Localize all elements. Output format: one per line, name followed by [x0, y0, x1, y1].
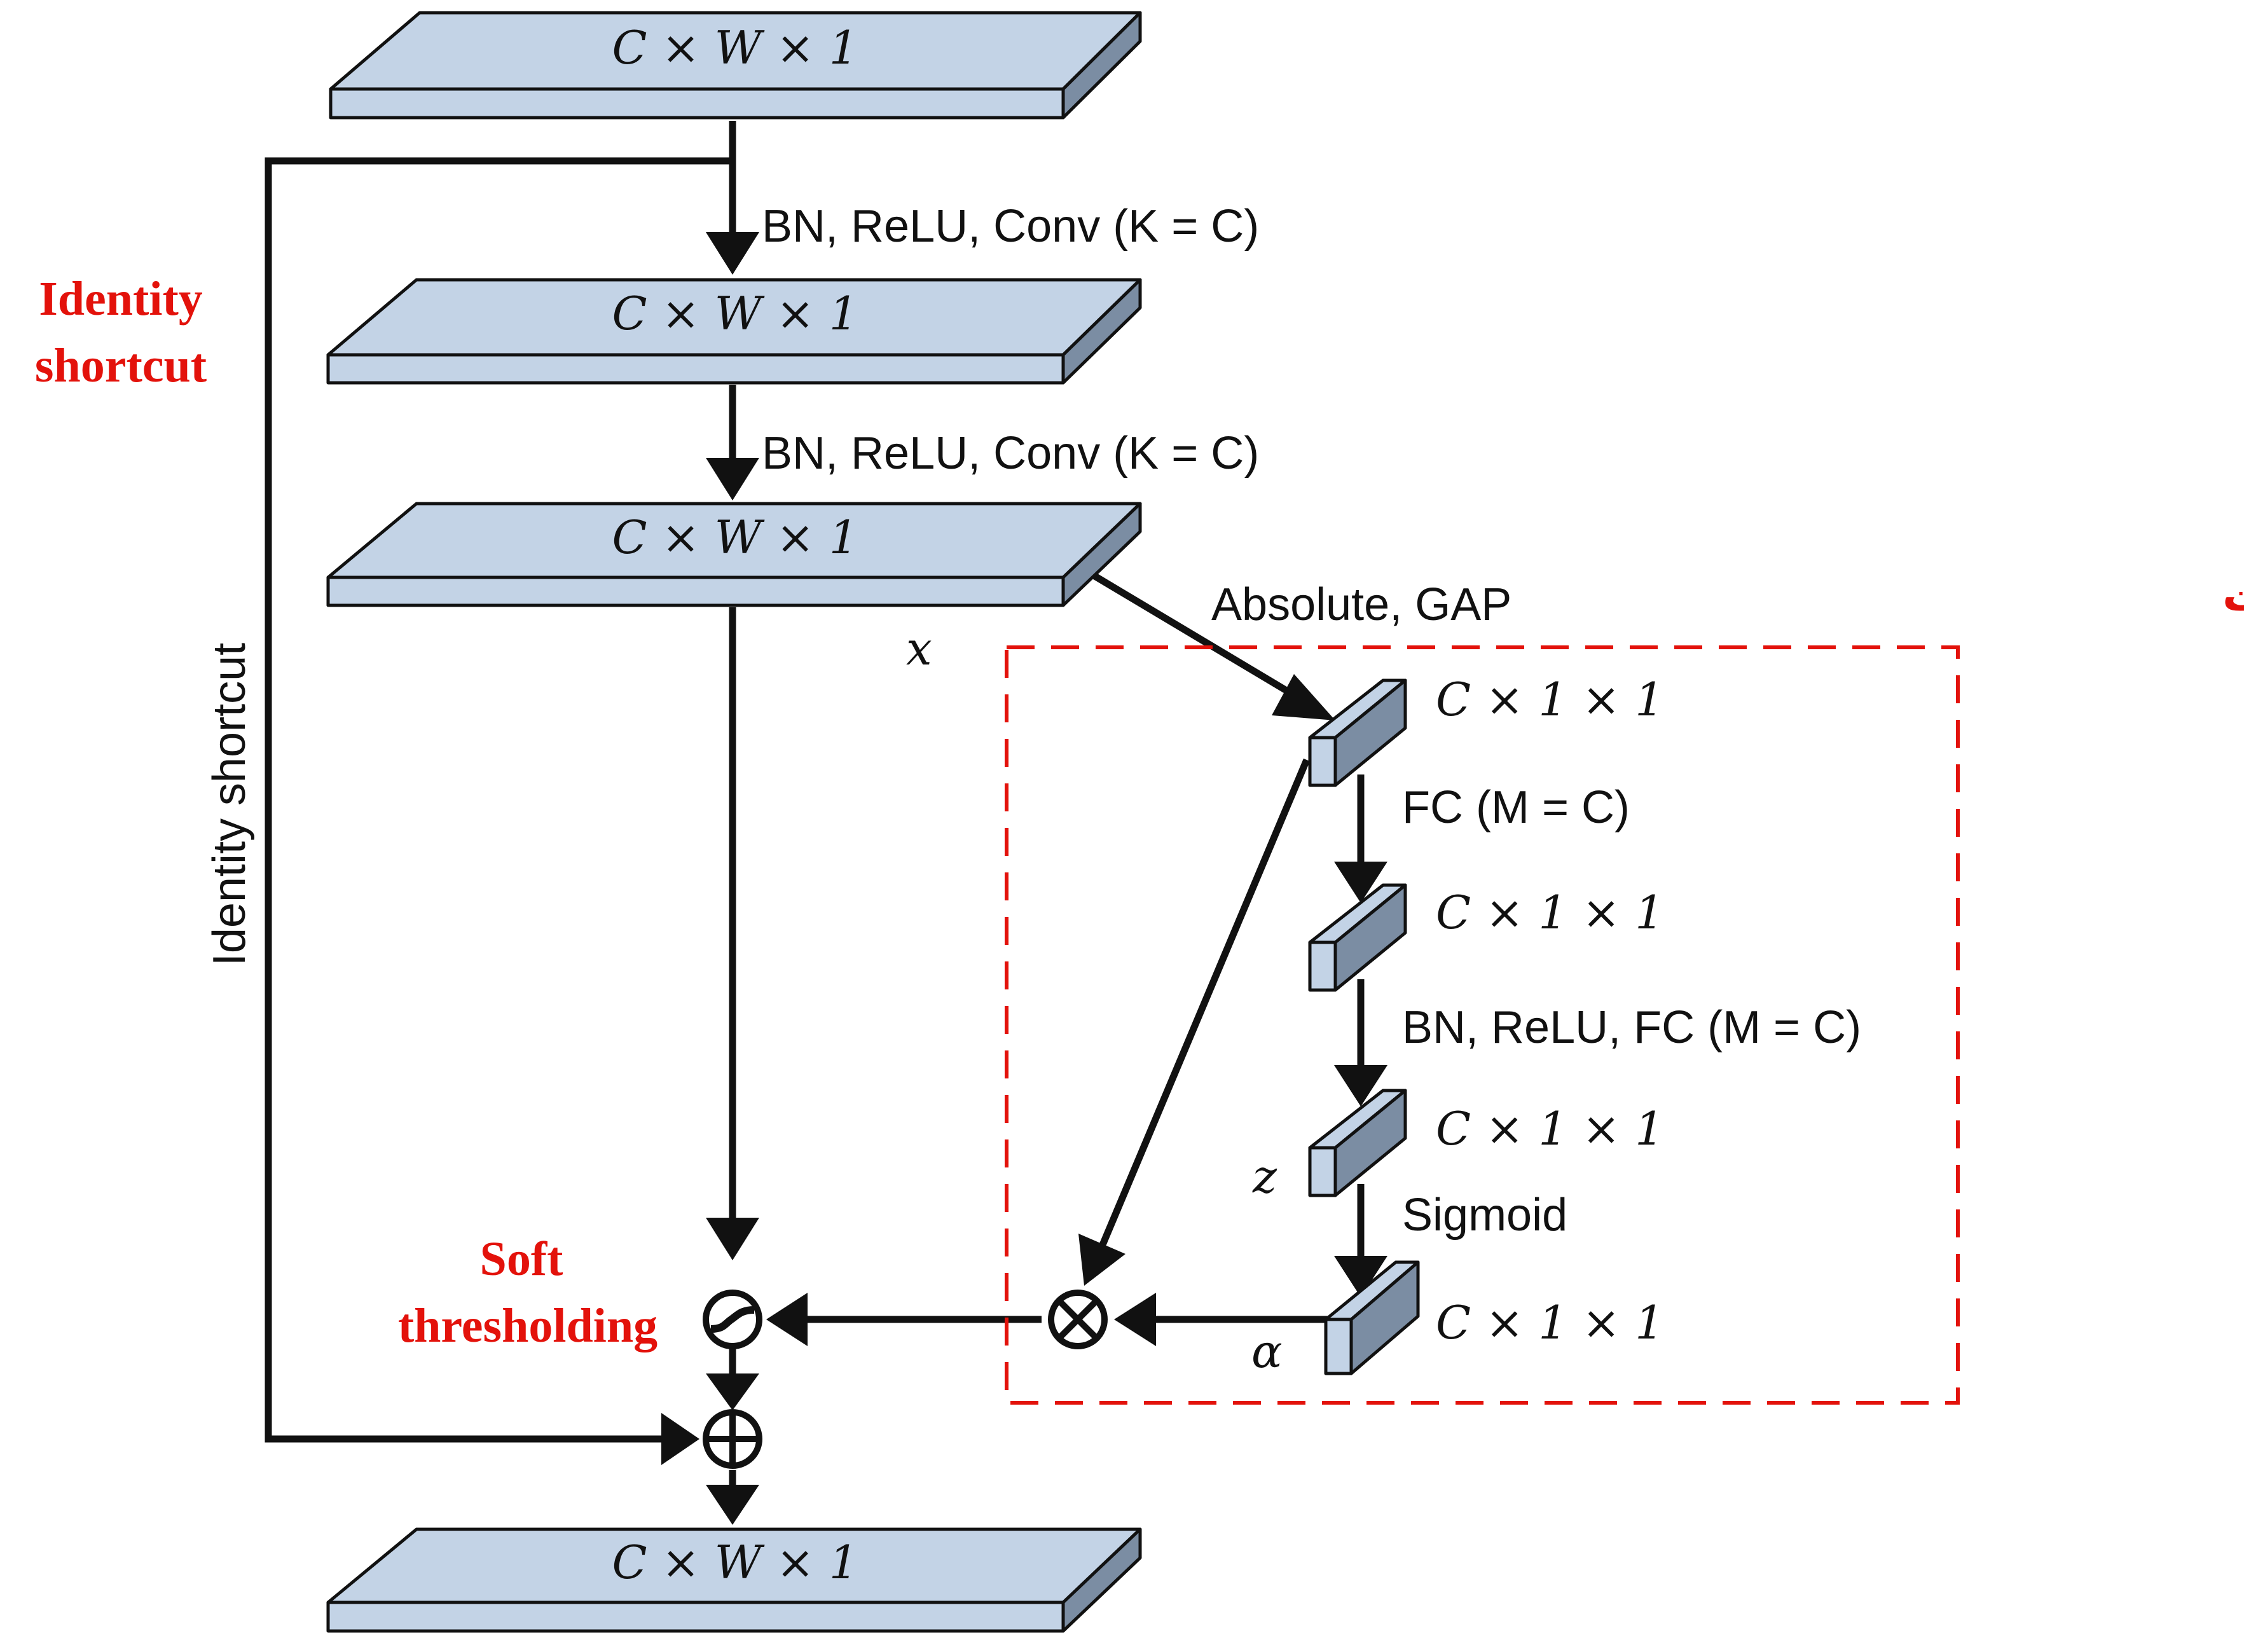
arrowhead-alpha [1114, 1293, 1156, 1346]
multiply-operator [1048, 1290, 1108, 1349]
slab-conv2: C × W × 1 [326, 502, 1142, 607]
slab-conv1: C × W × 1 [326, 278, 1142, 385]
arrowhead-gap-multiply [1078, 1234, 1125, 1286]
tensor-label-fc1: C × 1 × 1 [1436, 886, 1664, 939]
arrowhead-identity [661, 1413, 699, 1465]
soft-thresholding-line1: Soft [480, 1232, 563, 1286]
op-label-fc1: FC (M = C) [1402, 782, 1630, 833]
bar-fc1 [1308, 883, 1407, 992]
symbol-x: x [906, 622, 932, 675]
wire-identity-shortcut [265, 157, 733, 1443]
bar-sigmoid [1324, 1260, 1420, 1375]
tensor-label-conv2: C × W × 1 [612, 511, 858, 564]
tensor-label-conv1: C × W × 1 [612, 287, 858, 340]
op-label-conv1: BN, ReLU, Conv (K = C) [762, 201, 1259, 252]
arrowhead-conv1 [706, 232, 759, 275]
op-label-sigmoid: Sigmoid [1402, 1190, 1567, 1241]
op-label-abs-gap: Absolute, GAP [1211, 579, 1511, 630]
tensor-label-input: C × W × 1 [612, 21, 858, 74]
arrowhead-output [706, 1485, 759, 1525]
arrowhead-fc1 [1334, 862, 1387, 903]
threshold-learning-arabic-label: تعلم مجموعة من العتبات [2222, 569, 2244, 621]
arrowhead-conv2 [706, 458, 759, 500]
tensor-label-fc2: C × 1 × 1 [1436, 1102, 1664, 1155]
slab-output: C × W × 1 [326, 1527, 1142, 1633]
arrowhead-sigmoid [1334, 1256, 1387, 1297]
tensor-label-output: C × W × 1 [612, 1536, 858, 1589]
tensor-label-gap: C × 1 × 1 [1436, 673, 1664, 726]
arrowhead-multiply-threshold [766, 1293, 808, 1346]
soft-thresholding-line2: thresholding [398, 1299, 657, 1353]
identity-shortcut-vertical-label: Identity shortcut [204, 643, 255, 966]
arrowhead-abs-gap [1272, 674, 1335, 720]
identity-shortcut-red-line1: Identity [39, 272, 203, 326]
threshold-learning-box [1005, 645, 1960, 1405]
wire-abs-gap [1092, 572, 1309, 706]
symbol-alpha: α [1251, 1325, 1283, 1378]
bar-gap [1308, 678, 1407, 787]
wire-gap-to-multiply [1098, 758, 1311, 1248]
arrowhead-x [706, 1218, 759, 1260]
arrowhead-fc2 [1334, 1065, 1387, 1106]
sum-operator [703, 1409, 762, 1469]
arrowhead-threshold-sum [706, 1373, 759, 1410]
slab-input: C × W × 1 [329, 11, 1142, 120]
tensor-label-sigmoid: C × 1 × 1 [1436, 1296, 1664, 1349]
symbol-z: z [1252, 1150, 1277, 1203]
op-label-conv2: BN, ReLU, Conv (K = C) [762, 428, 1259, 479]
soft-threshold-operator [703, 1290, 762, 1349]
op-label-fc2: BN, ReLU, FC (M = C) [1402, 1002, 1861, 1053]
identity-shortcut-red-line2: shortcut [35, 339, 207, 392]
bar-fc2 [1308, 1089, 1407, 1197]
